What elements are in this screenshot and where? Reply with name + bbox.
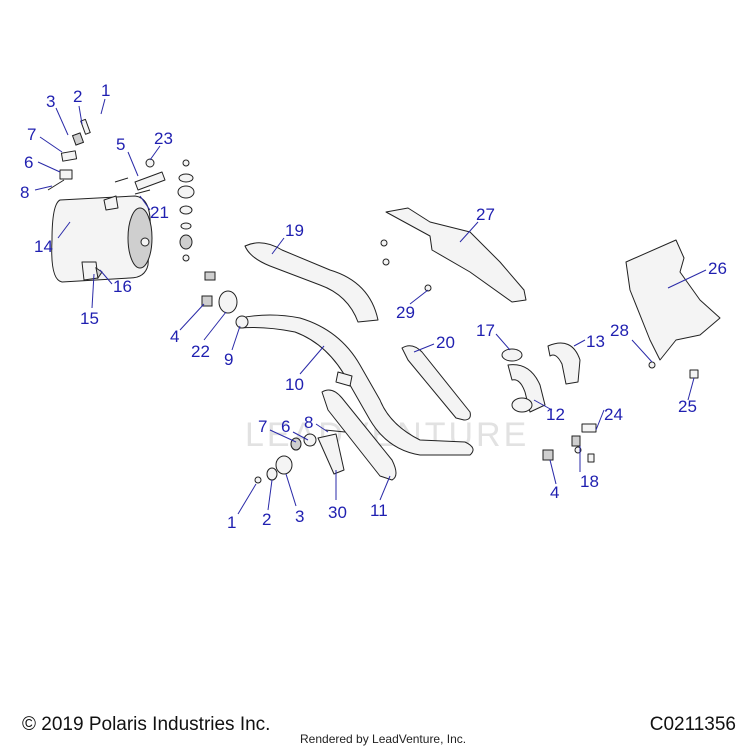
- callout-20: 20: [436, 333, 455, 352]
- washers-lower: [254, 429, 346, 484]
- heat-shield-11: [321, 389, 397, 481]
- callout-10: 10: [285, 375, 304, 394]
- callout-19: 19: [285, 221, 304, 240]
- heat-shield-20: [401, 345, 471, 421]
- callout-3-upper: 3: [46, 92, 55, 111]
- callout-29: 29: [396, 303, 415, 322]
- callout-11: 11: [370, 501, 388, 520]
- callout-7-lower: 7: [258, 417, 267, 436]
- callouts: 1 2 3 7 6 8 5 23 21 14 16 15 4 22 9 19 2…: [20, 81, 727, 532]
- callout-4-left: 4: [170, 327, 179, 346]
- callout-14: 14: [34, 237, 53, 256]
- callout-27: 27: [476, 205, 495, 224]
- callout-15: 15: [80, 309, 99, 328]
- callout-4-right: 4: [550, 483, 559, 502]
- callout-3-lower: 3: [295, 507, 304, 526]
- callout-8-lower: 8: [304, 413, 313, 432]
- bracket-30: [317, 433, 345, 475]
- callout-12: 12: [546, 405, 565, 424]
- callout-21: 21: [150, 203, 169, 222]
- callout-6-lower: 6: [281, 417, 290, 436]
- callout-7-upper: 7: [27, 125, 36, 144]
- callout-16: 16: [113, 277, 132, 296]
- leader-lines: [34, 98, 707, 515]
- callout-1-lower: 1: [227, 513, 236, 532]
- diagram-code: C0211356: [649, 714, 736, 735]
- callout-30: 30: [328, 503, 347, 522]
- heat-shield-26: [625, 239, 721, 361]
- heat-shield-19: [244, 242, 379, 323]
- callout-23: 23: [154, 129, 173, 148]
- pipe-13: [547, 342, 581, 385]
- rendered-by-text: Rendered by LeadVenture, Inc.: [300, 732, 467, 746]
- callout-5: 5: [116, 135, 125, 154]
- elbow-pipe-12: [507, 364, 546, 413]
- callout-2-lower: 2: [262, 510, 271, 529]
- callout-25: 25: [678, 397, 697, 416]
- callout-1-upper: 1: [101, 81, 110, 100]
- callout-9: 9: [224, 350, 233, 369]
- callout-13: 13: [586, 332, 605, 351]
- callout-24: 24: [604, 405, 623, 424]
- small-hardware-right: [542, 361, 699, 463]
- exhaust-pipe-10: [235, 314, 474, 456]
- callout-28: 28: [610, 321, 629, 340]
- spring-clamp-left: [201, 271, 238, 314]
- callout-26: 26: [708, 259, 727, 278]
- gasket-17: [501, 348, 523, 362]
- copyright-text: © 2019 Polaris Industries Inc.: [22, 714, 271, 735]
- muffler-mount-bracket: [134, 171, 166, 191]
- callout-2-upper: 2: [73, 87, 82, 106]
- callout-6-upper: 6: [24, 153, 33, 172]
- heat-shield-27: [380, 207, 527, 303]
- callout-22: 22: [191, 342, 210, 361]
- callout-8-upper: 8: [20, 183, 29, 202]
- callout-17: 17: [476, 321, 495, 340]
- callout-18: 18: [580, 472, 599, 491]
- small-hardware-left: [47, 118, 195, 280]
- muffler: [51, 195, 153, 283]
